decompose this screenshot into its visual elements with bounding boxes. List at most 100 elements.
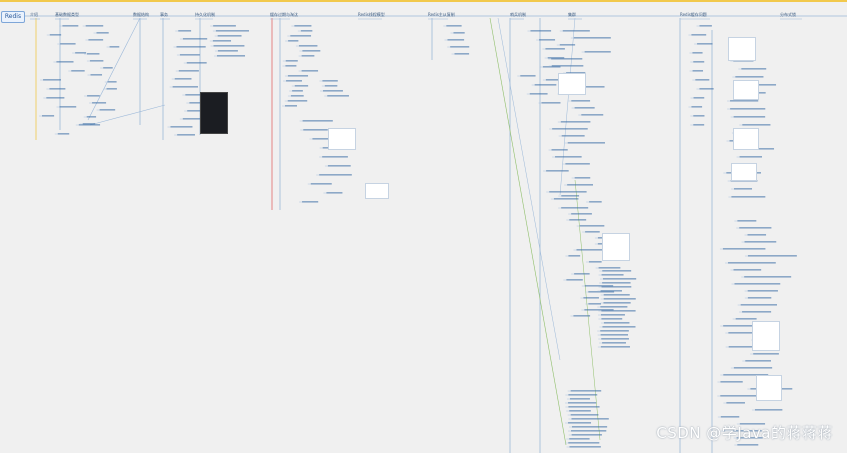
leaf-node[interactable]	[570, 390, 602, 392]
leaf-node[interactable]	[603, 302, 631, 304]
leaf-node[interactable]	[602, 326, 636, 328]
branch-node[interactable]: 持久化机制	[195, 12, 215, 17]
leaf-node[interactable]	[733, 367, 773, 369]
leaf-node[interactable]	[288, 40, 299, 42]
leaf-node[interactable]	[589, 201, 602, 203]
leaf-node[interactable]	[547, 57, 565, 59]
leaf-node[interactable]	[583, 297, 599, 299]
leaf-node[interactable]	[728, 332, 763, 334]
leaf-node[interactable]	[601, 286, 632, 288]
leaf-node[interactable]	[739, 156, 762, 158]
leaf-node[interactable]	[568, 394, 598, 396]
leaf-node[interactable]	[733, 269, 762, 271]
leaf-node[interactable]	[454, 53, 470, 55]
leaf-node[interactable]	[693, 61, 705, 63]
leaf-node[interactable]	[300, 30, 313, 32]
leaf-node[interactable]	[559, 44, 576, 46]
leaf-node[interactable]	[542, 66, 561, 68]
leaf-node[interactable]	[89, 60, 104, 62]
leaf-node[interactable]	[60, 43, 76, 45]
leaf-node[interactable]	[699, 88, 714, 90]
leaf-node[interactable]	[92, 102, 107, 104]
leaf-node[interactable]	[571, 434, 602, 436]
leaf-node[interactable]	[545, 48, 565, 50]
leaf-node[interactable]	[551, 58, 583, 60]
leaf-node[interactable]	[753, 353, 779, 355]
leaf-node[interactable]	[568, 255, 581, 257]
leaf-node[interactable]	[541, 102, 561, 104]
leaf-node[interactable]	[693, 124, 705, 126]
leaf-node[interactable]	[217, 50, 238, 52]
leaf-node[interactable]	[302, 50, 321, 52]
leaf-node[interactable]	[555, 156, 582, 158]
leaf-node[interactable]	[569, 219, 587, 221]
leaf-node[interactable]	[215, 30, 249, 32]
leaf-node[interactable]	[450, 46, 470, 48]
leaf-node[interactable]	[109, 46, 120, 48]
leaf-node[interactable]	[545, 79, 569, 81]
leaf-node[interactable]	[739, 423, 766, 425]
leaf-node[interactable]	[182, 38, 208, 40]
leaf-node[interactable]	[520, 75, 536, 77]
leaf-node[interactable]	[560, 121, 591, 123]
leaf-node[interactable]	[588, 291, 615, 293]
leaf-node[interactable]	[601, 338, 629, 340]
leaf-node[interactable]	[736, 437, 763, 439]
leaf-node[interactable]	[286, 80, 302, 82]
leaf-node[interactable]	[290, 95, 304, 97]
leaf-node[interactable]	[327, 95, 349, 97]
leaf-node[interactable]	[562, 30, 590, 32]
leaf-node[interactable]	[103, 67, 113, 69]
leaf-node[interactable]	[584, 309, 614, 311]
leaf-node[interactable]	[722, 248, 766, 250]
leaf-node[interactable]	[82, 123, 96, 125]
leaf-node[interactable]	[71, 70, 85, 72]
leaf-node[interactable]	[571, 418, 609, 420]
leaf-node[interactable]	[302, 120, 333, 122]
leaf-node[interactable]	[285, 105, 297, 107]
leaf-node[interactable]	[747, 297, 772, 299]
leaf-node[interactable]	[42, 115, 55, 117]
leaf-node[interactable]	[744, 276, 792, 278]
leaf-node[interactable]	[600, 330, 629, 332]
leaf-node[interactable]	[570, 414, 599, 416]
leaf-node[interactable]	[747, 290, 778, 292]
branch-node[interactable]: 集群	[568, 12, 576, 17]
leaf-node[interactable]	[85, 25, 104, 27]
leaf-node[interactable]	[730, 100, 759, 102]
leaf-node[interactable]	[728, 262, 776, 264]
leaf-node[interactable]	[561, 207, 589, 209]
leaf-node[interactable]	[720, 381, 743, 383]
leaf-node[interactable]	[453, 32, 465, 34]
leaf-node[interactable]	[742, 311, 772, 313]
leaf-node[interactable]	[574, 273, 590, 275]
leaf-node[interactable]	[699, 25, 712, 27]
leaf-node[interactable]	[534, 84, 557, 86]
leaf-node[interactable]	[546, 170, 569, 172]
branch-node[interactable]: 数据结构	[133, 12, 149, 17]
leaf-node[interactable]	[741, 68, 767, 70]
leaf-node[interactable]	[287, 75, 309, 77]
leaf-node[interactable]	[600, 334, 629, 336]
leaf-node[interactable]	[576, 249, 603, 251]
leaf-node[interactable]	[600, 346, 630, 348]
leaf-node[interactable]	[561, 135, 585, 137]
leaf-node[interactable]	[692, 52, 703, 54]
leaf-node[interactable]	[552, 128, 588, 130]
leaf-node[interactable]	[571, 213, 592, 215]
leaf-node[interactable]	[56, 61, 74, 63]
leaf-node[interactable]	[568, 422, 592, 424]
leaf-node[interactable]	[568, 402, 597, 404]
leaf-node[interactable]	[301, 55, 315, 57]
leaf-node[interactable]	[601, 318, 623, 320]
leaf-node[interactable]	[212, 40, 232, 42]
leaf-node[interactable]	[213, 25, 236, 27]
leaf-node[interactable]	[574, 107, 595, 109]
leaf-node[interactable]	[584, 51, 611, 53]
branch-node[interactable]: 介绍	[30, 12, 38, 17]
leaf-node[interactable]	[742, 124, 771, 126]
leaf-node[interactable]	[176, 46, 206, 48]
leaf-node[interactable]	[584, 285, 614, 287]
leaf-node[interactable]	[88, 39, 104, 41]
leaf-node[interactable]	[301, 70, 319, 72]
